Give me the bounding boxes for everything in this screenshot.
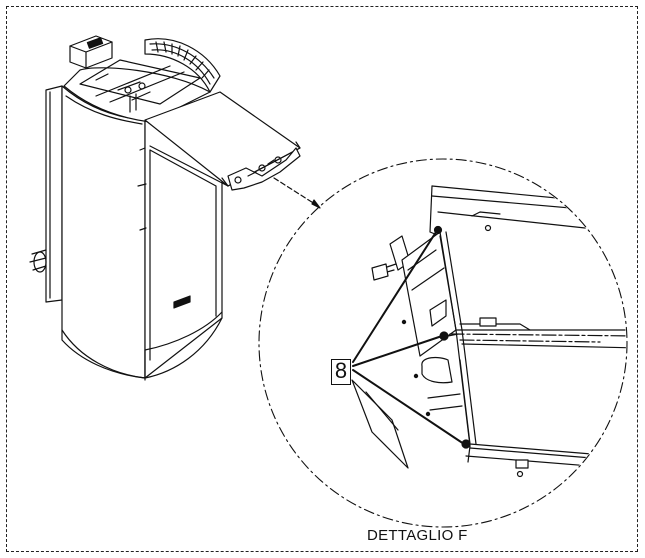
stove-assembly bbox=[29, 35, 301, 381]
screw-bottom bbox=[461, 439, 471, 449]
drawing-frame bbox=[6, 6, 638, 552]
detail-caption: DETTAGLIO F bbox=[367, 527, 468, 544]
detail-f-view bbox=[258, 158, 628, 528]
detail-leader-arrow bbox=[273, 177, 321, 209]
callout-leaders bbox=[352, 231, 465, 445]
callout-number: 8 bbox=[334, 358, 348, 383]
callout-number-badge: 8 bbox=[331, 359, 351, 385]
screw-middle bbox=[439, 331, 459, 341]
